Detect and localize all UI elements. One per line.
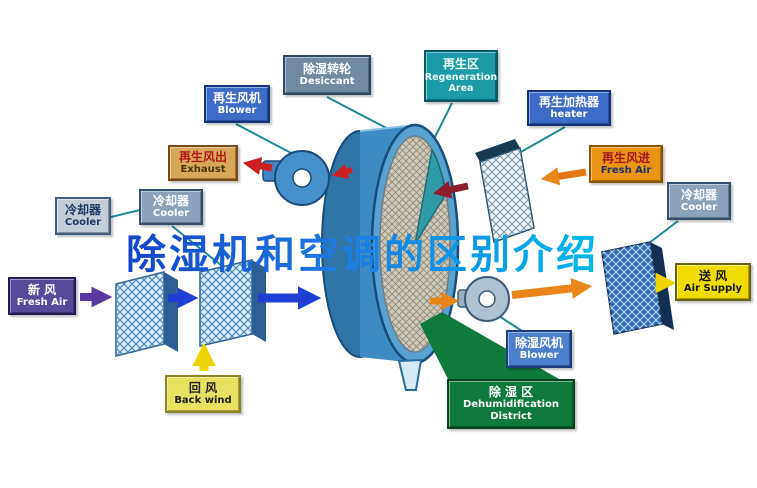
supply-heat-exchanger	[601, 241, 674, 335]
regen-heat-exchanger	[475, 139, 535, 243]
label-back-wind: 回 风 Back wind	[165, 375, 241, 413]
label-regen-fresh-air: 再生风进 Fresh Air	[589, 145, 663, 183]
label-dehum-district: 除 湿 区 Dehumidification District	[447, 379, 575, 429]
label-dehum-blower: 除湿风机 Blower	[506, 330, 572, 368]
regen-in-arrow	[540, 167, 587, 186]
label-regen-heater: 再生加热器 heater	[527, 90, 611, 126]
label-air-supply: 送 风 Air Supply	[675, 263, 751, 301]
dehum-fan	[457, 276, 510, 322]
dry-air-arrow-2	[511, 278, 593, 299]
heat-exchanger-left-a	[115, 271, 178, 357]
leader-lines	[110, 96, 679, 332]
label-cooler-left-inner: 冷却器 Cooler	[139, 189, 203, 225]
regen-out-arrow-2	[242, 157, 273, 175]
label-regen-exhaust: 再生风出 Exhaust	[168, 145, 238, 181]
regen-out-arrow-1	[332, 163, 353, 179]
label-regeneration-area: 再生区 Regeneration Area	[424, 50, 498, 102]
regen-hot-air-arrow	[432, 180, 469, 199]
regen-fan	[262, 150, 330, 206]
wheel-drive-belt	[397, 358, 423, 391]
label-cooler-left-outer: 冷却器 Cooler	[55, 197, 111, 235]
heat-exchanger-left-b	[199, 259, 266, 347]
label-desiccant: 除湿转轮 Desiccant	[283, 55, 371, 95]
label-cooler-right: 冷却器 Cooler	[667, 182, 731, 220]
label-regen-blower: 再生风机 Blower	[204, 85, 270, 123]
airflow-arrows	[80, 157, 677, 371]
page-title: 除湿机和空调的区别介绍	[126, 222, 599, 280]
label-fresh-air: 新 风 Fresh Air	[8, 277, 76, 315]
